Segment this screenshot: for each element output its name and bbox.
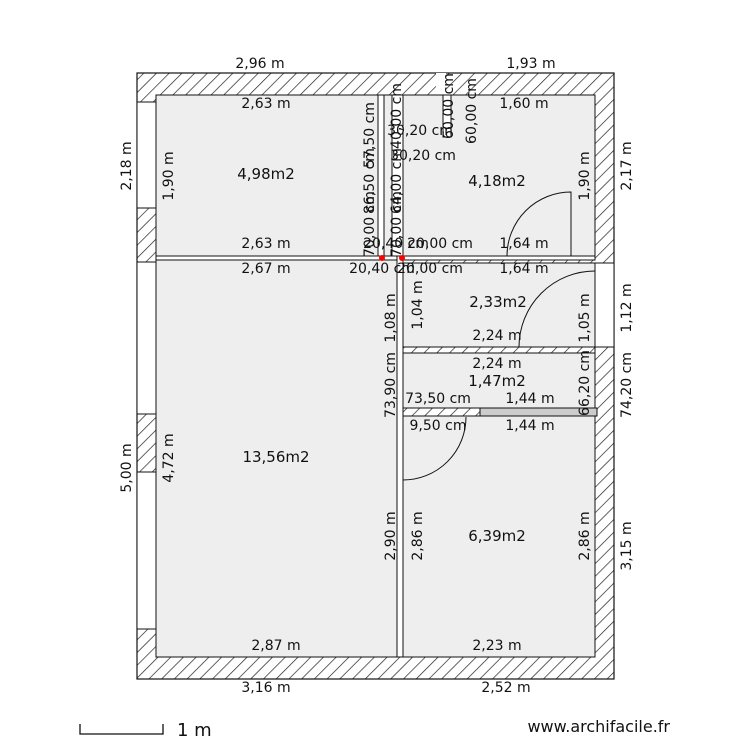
window-left-bottom [136, 471, 157, 630]
window-left-middle [136, 261, 157, 415]
dim-ll-left: 4,72 m [161, 433, 177, 482]
dim-right-lower-outer: 74,20 cm [619, 352, 635, 418]
dim-sr-closet-bottom: 1,44 m [505, 418, 554, 434]
horizontal-dimensions: 2,96 m 1,93 m 3,16 m 2,52 m 2,63 m 2,63 … [235, 56, 555, 696]
dim-mr-top: 1,64 m [499, 261, 548, 277]
dim-notch-a: 60,00 cm [441, 73, 457, 139]
scale-bar: 1 m [79, 720, 212, 741]
door-mid-right [518, 270, 596, 348]
dim-corr-h2: 20,00 cm [397, 261, 463, 277]
room-top-right [402, 94, 596, 257]
dim-tr-right: 1,90 m [577, 151, 593, 200]
dim-right-mid-outer: 1,12 m [619, 283, 635, 332]
dim-left-top-outer: 2,18 m [119, 141, 135, 190]
dim-corr-v2: 70,00 cm [389, 191, 405, 257]
area-room-large-left: 13,56m2 [242, 448, 309, 466]
dim-corr-width-lower: 20,40 cm [349, 261, 415, 277]
vertical-dimensions: 2,18 m 5,00 m 2,17 m 1,12 m 74,20 cm 3,1… [119, 73, 635, 571]
dim-tl-bottom: 2,63 m [241, 236, 290, 252]
dim-sr-right: 66,20 cm [577, 350, 593, 416]
dim-right-top-outer: 2,17 m [619, 141, 635, 190]
area-room-top-right: 4,18m2 [468, 172, 526, 190]
watermark: www.archifacile.fr [527, 717, 670, 736]
area-room-small-right: 1,47m2 [468, 372, 526, 390]
scale-label: 1 m [177, 720, 212, 741]
area-room-top-left: 4,98m2 [237, 165, 295, 183]
dim-bottom-left-outer: 3,16 m [241, 680, 290, 696]
dim-ll-right-bottom: 2,90 m [383, 511, 399, 560]
dim-mr-right: 1,05 m [577, 293, 593, 342]
dim-mr-bottom: 2,24 m [472, 328, 521, 344]
room-floors [155, 94, 596, 658]
dim-sr-closet-top: 1,44 m [505, 391, 554, 407]
dim-corr-v4: 64,00 cm [389, 148, 405, 214]
dim-notch-b: 60,00 cm [464, 78, 480, 144]
dim-corr-v6: 40,00 cm [389, 83, 405, 149]
windows [136, 101, 615, 630]
room-large-left [155, 259, 398, 658]
dim-sr-top: 2,24 m [472, 356, 521, 372]
dim-bottom-right-outer: 2,52 m [481, 680, 530, 696]
room-bottom-right [402, 415, 596, 658]
dim-notch-c: 30,20 cm [387, 123, 453, 139]
dim-br-right: 2,86 m [577, 511, 593, 560]
area-room-bottom-right: 6,39m2 [468, 527, 526, 545]
door-bottom-left [402, 416, 467, 481]
dim-top-right-outer: 1,93 m [506, 56, 555, 72]
dim-notch-d: 30,20 cm [390, 148, 456, 164]
area-room-mid-right: 2,33m2 [469, 293, 527, 311]
dim-tl-left: 1,90 m [161, 151, 177, 200]
room-top-left [155, 94, 379, 257]
dim-tr-bottom: 1,64 m [499, 236, 548, 252]
dim-top-left-outer: 2,96 m [235, 56, 284, 72]
window-top-left [136, 101, 157, 209]
dim-tr-top: 1,60 m [499, 96, 548, 112]
window-right [594, 262, 615, 348]
dim-left-bottom-outer: 5,00 m [119, 443, 135, 492]
dim-corr-v1: 70,00 cm [362, 191, 378, 257]
dim-ll-bottom: 2,87 m [251, 638, 300, 654]
dim-br-bottom: 2,23 m [472, 638, 521, 654]
door-top-right [506, 191, 572, 257]
dim-tl-top: 2,63 m [241, 96, 290, 112]
dim-right-bottom-outer: 3,15 m [619, 521, 635, 570]
area-labels: 4,98m2 4,18m2 2,33m2 1,47m2 13,56m2 6,39… [237, 165, 527, 545]
dim-br-left: 2,86 m [410, 511, 426, 560]
dim-corr-h1: 20,00 cm [407, 236, 473, 252]
corridor-markers [379, 255, 405, 261]
dim-sr-left-bottom: 9,50 cm [410, 418, 467, 434]
dim-ll-right-upper: 1,08 m [383, 293, 399, 342]
dim-corr-v3: 86,50 cm [362, 148, 378, 214]
dim-corr-v5: 57,50 cm [362, 102, 378, 168]
dim-ll-top: 2,67 m [241, 261, 290, 277]
dim-corr-width-upper: 20,40 cm [363, 236, 429, 252]
dim-ll-right-lower: 73,90 cm [383, 352, 399, 418]
doors [402, 191, 596, 481]
dim-sr-left-top: 73,50 cm [405, 391, 471, 407]
dim-mr-left: 1,04 m [410, 280, 426, 329]
